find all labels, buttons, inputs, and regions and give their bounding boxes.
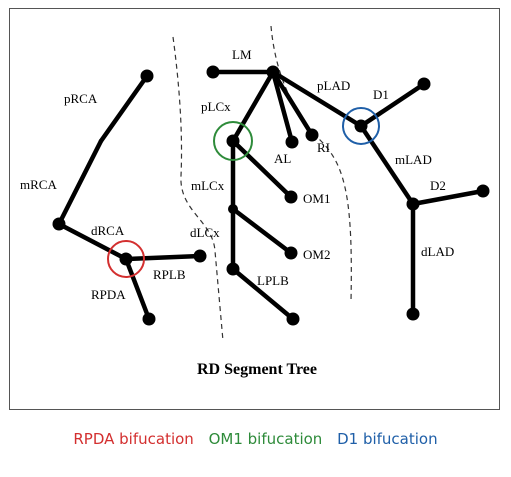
label-mlad: mLAD xyxy=(395,152,432,167)
label-om1: OM1 xyxy=(303,191,330,206)
node-d1-bifurcation xyxy=(354,119,368,133)
segment-tree-diagram: LM pLAD D1 mLAD D2 dLAD pLCx AL RI mLCx … xyxy=(20,25,490,378)
segment-rpda xyxy=(123,256,152,322)
segment-mrca xyxy=(56,138,104,227)
segment-plcx xyxy=(230,69,276,144)
node-rplb-end xyxy=(193,249,207,263)
label-prca: pRCA xyxy=(64,91,98,106)
legend-om1: OM1 bifucation xyxy=(208,430,323,448)
label-om2: OM2 xyxy=(303,247,330,262)
node-lplb-end xyxy=(286,312,300,326)
node-rpda-bifurcation xyxy=(119,252,133,266)
node-om2-end xyxy=(284,246,298,260)
segment-d1 xyxy=(358,81,427,129)
segment-tree-figure: LM pLAD D1 mLAD D2 dLAD pLCx AL RI mLCx … xyxy=(9,8,500,410)
node-lm-bifurcation xyxy=(266,65,280,79)
label-d1: D1 xyxy=(373,87,389,102)
node-mrca-turn xyxy=(52,217,66,231)
rpda-bifurcation-highlight xyxy=(107,240,145,278)
label-dlcx: dLCx xyxy=(190,225,220,240)
node-dlad-end xyxy=(406,307,420,321)
figure-title: RD Segment Tree xyxy=(197,361,317,378)
label-mrca: mRCA xyxy=(20,177,57,192)
label-dlad: dLAD xyxy=(421,244,454,259)
label-lm: LM xyxy=(232,47,252,62)
legend-d1: D1 bifucation xyxy=(337,430,438,448)
node-d2-bifurcation xyxy=(406,197,420,211)
segment-d2 xyxy=(410,188,486,207)
label-ri: RI xyxy=(317,140,330,155)
label-plcx: pLCx xyxy=(201,99,231,114)
segment-al xyxy=(270,69,295,145)
label-rplb: RPLB xyxy=(153,267,186,282)
segment-rplb xyxy=(123,253,203,262)
node-om1-bifurcation xyxy=(226,134,240,148)
label-al: AL xyxy=(274,151,291,166)
label-drca: dRCA xyxy=(91,223,125,238)
node-lplb-bifurcation xyxy=(226,262,240,276)
node-ri-end xyxy=(305,128,319,142)
rca-lcx-separator xyxy=(172,36,224,342)
label-d2: D2 xyxy=(430,178,446,193)
label-mlcx: mLCx xyxy=(191,178,225,193)
node-d1-end xyxy=(417,77,431,91)
node-om1-end xyxy=(284,190,298,204)
segment-prca xyxy=(98,73,150,144)
label-plad: pLAD xyxy=(317,78,350,93)
lcx-lad-separator xyxy=(270,25,352,302)
segment-mlad xyxy=(358,123,416,207)
segment-ri xyxy=(270,69,315,138)
node-om2-bifurcation xyxy=(228,204,238,214)
legend: RPDA bifucation OM1 bifucation D1 bifuca… xyxy=(0,430,511,448)
om1-bifurcation-highlight xyxy=(213,121,253,161)
label-lplb: LPLB xyxy=(257,273,289,288)
label-rpda: RPDA xyxy=(91,287,126,302)
d1-bifurcation-highlight xyxy=(342,107,380,145)
node-d2-end xyxy=(476,184,490,198)
segment-drca xyxy=(56,221,129,262)
segment-om2 xyxy=(230,206,294,256)
segment-om1 xyxy=(230,138,294,200)
node-al-end xyxy=(285,135,299,149)
node-rpda-end xyxy=(142,312,156,326)
node-prca-start xyxy=(140,69,154,83)
segment-lplb xyxy=(230,266,296,322)
legend-rpda: RPDA bifucation xyxy=(73,430,194,448)
node-lm-start xyxy=(206,65,220,79)
